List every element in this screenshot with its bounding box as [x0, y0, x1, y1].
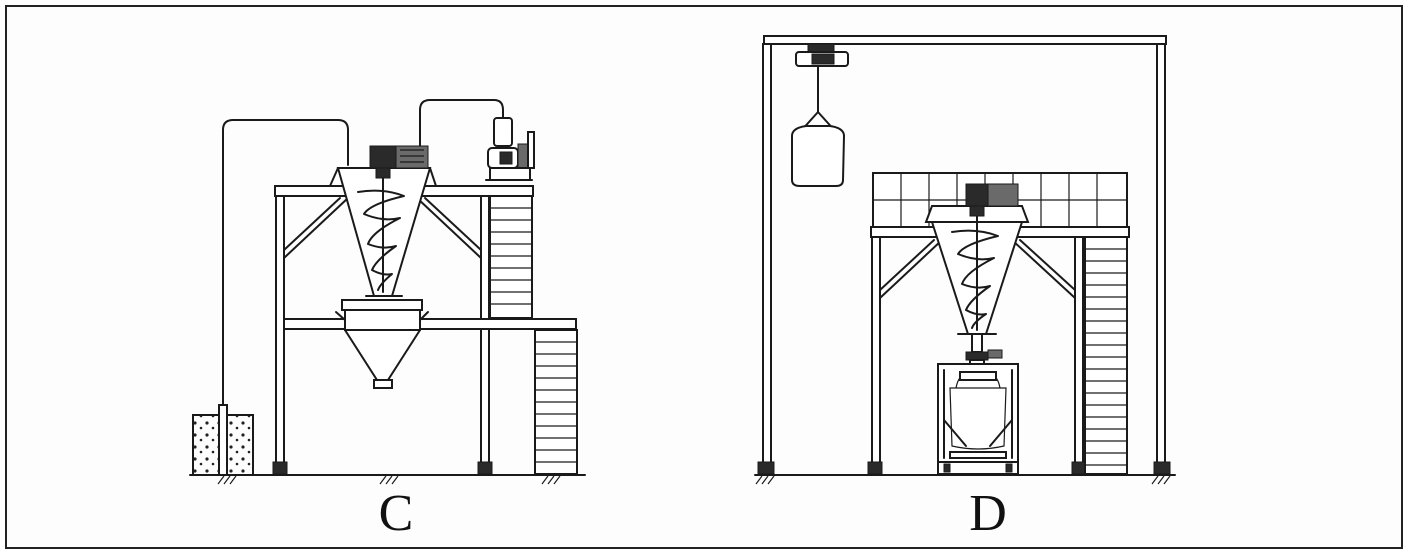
panel-c: C — [189, 99, 586, 542]
electric-hoist — [795, 43, 849, 133]
powder-container — [192, 404, 254, 476]
vacuum-loader-c — [485, 117, 535, 181]
conical-mixer-c — [328, 145, 438, 297]
gantry-crane-frame — [757, 35, 1171, 475]
receiving-hopper-c — [335, 299, 429, 389]
panel-label-c: C — [379, 485, 414, 542]
panel-label-d: D — [969, 485, 1007, 542]
stairs-d — [1084, 236, 1128, 475]
suction-pipe — [222, 119, 349, 406]
vacuum-pipe — [419, 99, 504, 151]
stairs-lower-c — [534, 329, 578, 475]
panel-d: D — [754, 35, 1176, 542]
bag-filling-station — [937, 363, 1019, 475]
ground-hatch-c — [217, 475, 561, 485]
stairs-upper-c — [489, 195, 533, 319]
ground-hatch-d — [755, 475, 1171, 485]
hanging-bulk-bag — [791, 125, 846, 187]
